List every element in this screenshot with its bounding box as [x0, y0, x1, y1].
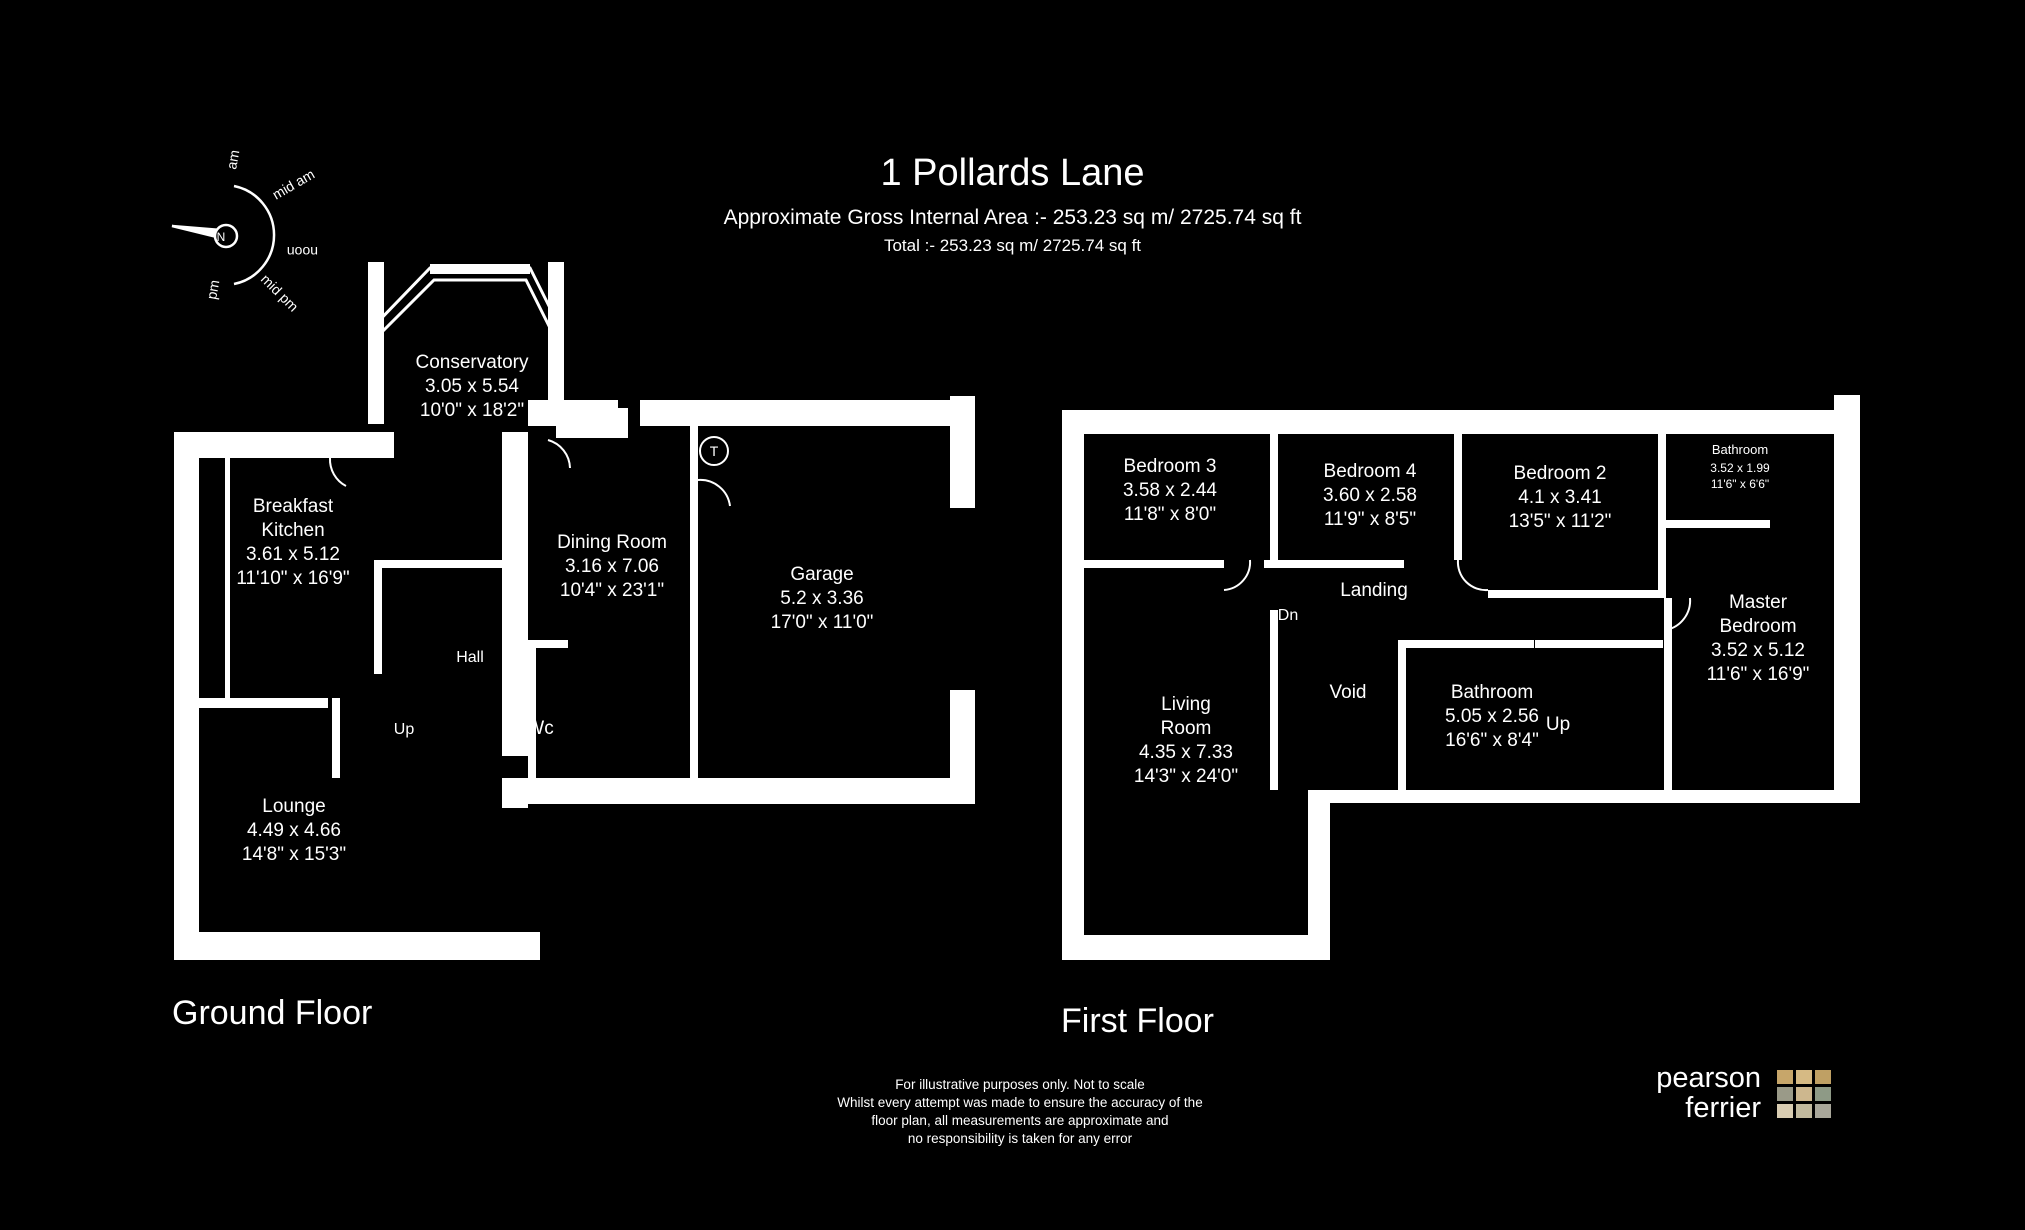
compass-rose	[171, 184, 276, 286]
first-floor-room-labels: Bedroom 3 3.58 x 2.44 11'8" x 8'0" Bedro…	[1123, 442, 1809, 787]
brand-square	[1815, 1070, 1831, 1084]
brand-square	[1796, 1104, 1812, 1118]
disclaimer-line: no responsibility is taken for any error	[907, 1131, 1133, 1146]
landing-name: Landing	[1340, 580, 1408, 601]
bed4-imperial: 11'9" x 8'5"	[1324, 509, 1416, 530]
dining-imperial: 10'4" x 23'1"	[560, 580, 664, 601]
conservatory-imperial: 10'0" x 18'2"	[420, 400, 524, 421]
compass-label-mid-pm: mid pm	[258, 271, 302, 315]
brand-square	[1815, 1087, 1831, 1101]
first-floor-label: First Floor	[1061, 1002, 1214, 1040]
bed3-name: Bedroom 3	[1124, 456, 1217, 477]
door-swings	[328, 439, 1692, 631]
garage-imperial: 17'0" x 11'0"	[771, 612, 874, 633]
stairs-down-label: Dn	[1278, 607, 1298, 624]
brand-word-2: ferrier	[1685, 1092, 1761, 1124]
kitchen-name-1: Breakfast	[253, 496, 334, 517]
stairs-up-first-label: Up	[1546, 714, 1570, 735]
disclaimer: For illustrative purposes only. Not to s…	[770, 1076, 1270, 1148]
kitchen-imperial: 11'10" x 16'9"	[236, 568, 349, 589]
compass-label-pm: pm	[203, 279, 222, 301]
master-name-1: Master	[1729, 592, 1788, 613]
lounge-metric: 4.49 x 4.66	[247, 820, 341, 841]
dining-metric: 3.16 x 7.06	[565, 556, 659, 577]
kitchen-metric: 3.61 x 5.12	[246, 544, 340, 565]
bed3-metric: 3.58 x 2.44	[1123, 480, 1217, 501]
compass-label-noon: noon	[287, 244, 318, 260]
total-area: Total :- 253.23 sq m/ 2725.74 sq ft	[883, 236, 1142, 255]
master-name-2: Bedroom	[1719, 616, 1796, 637]
brand-word-1: pearson	[1656, 1062, 1761, 1094]
ground-floor-walls	[174, 262, 975, 960]
dining-name: Dining Room	[557, 532, 667, 553]
lounge-imperial: 14'8" x 15'3"	[242, 844, 346, 865]
disclaimer-line: For illustrative purposes only. Not to s…	[895, 1077, 1145, 1092]
disclaimer-line: Whilst every attempt was made to ensure …	[837, 1095, 1203, 1110]
tank-label: T	[710, 443, 719, 459]
brand-square	[1796, 1070, 1812, 1084]
brand-square	[1796, 1087, 1812, 1101]
living-metric: 4.35 x 7.33	[1139, 742, 1233, 763]
brand-square	[1777, 1104, 1793, 1118]
brand-square	[1777, 1070, 1793, 1084]
bed3-imperial: 11'8" x 8'0"	[1124, 504, 1216, 525]
void-name: Void	[1330, 682, 1367, 703]
ground-floor-label: Ground Floor	[172, 994, 373, 1032]
bathroom-metric: 5.05 x 2.56	[1445, 706, 1539, 727]
living-name-2: Room	[1161, 718, 1212, 739]
first-floor-walls	[1062, 395, 1860, 960]
living-imperial: 14'3" x 24'0"	[1134, 766, 1238, 787]
plan-title: 1 Pollards Lane	[880, 152, 1145, 194]
hall-name: Hall	[456, 649, 484, 666]
ensuite-name: Bathroom	[1712, 442, 1768, 457]
conservatory-name: Conservatory	[416, 352, 529, 373]
bed2-metric: 4.1 x 3.41	[1518, 487, 1601, 508]
bed4-metric: 3.60 x 2.58	[1323, 485, 1417, 506]
compass-label-mid-am: mid am	[270, 166, 318, 203]
brand-square	[1777, 1087, 1793, 1101]
gross-area: Approximate Gross Internal Area :- 253.2…	[723, 206, 1302, 229]
living-name-1: Living	[1161, 694, 1211, 715]
compass-label-am: am	[223, 149, 242, 171]
wc-name: Wc	[526, 718, 553, 739]
bed4-name: Bedroom 4	[1324, 461, 1417, 482]
compass-north-letter: N	[217, 230, 226, 244]
disclaimer-line: floor plan, all measurements are approxi…	[871, 1113, 1169, 1128]
ensuite-metric: 3.52 x 1.99	[1710, 461, 1770, 475]
bed2-imperial: 13'5" x 11'2"	[1509, 511, 1612, 532]
kitchen-name-2: Kitchen	[261, 520, 324, 541]
tank-circle	[699, 436, 729, 466]
master-imperial: 11'6" x 16'9"	[1707, 664, 1810, 685]
garage-metric: 5.2 x 3.36	[780, 588, 863, 609]
master-metric: 3.52 x 5.12	[1711, 640, 1805, 661]
ground-floor-room-labels: Conservatory 3.05 x 5.54 10'0" x 18'2" B…	[236, 352, 873, 865]
bed2-name: Bedroom 2	[1514, 463, 1607, 484]
lounge-name: Lounge	[262, 796, 325, 817]
brand-square	[1815, 1104, 1831, 1118]
ensuite-imperial: 11'6" x 6'6"	[1711, 477, 1769, 491]
garage-name: Garage	[790, 564, 853, 585]
bathroom-imperial: 16'6" x 8'4"	[1445, 730, 1539, 751]
bathroom-name: Bathroom	[1451, 682, 1533, 703]
conservatory-metric: 3.05 x 5.54	[425, 376, 519, 397]
brand-logo: pearson ferrier	[1640, 1062, 1858, 1126]
stairs-up-label: Up	[394, 721, 415, 738]
ground-floor-conservatory-bay	[370, 266, 562, 334]
